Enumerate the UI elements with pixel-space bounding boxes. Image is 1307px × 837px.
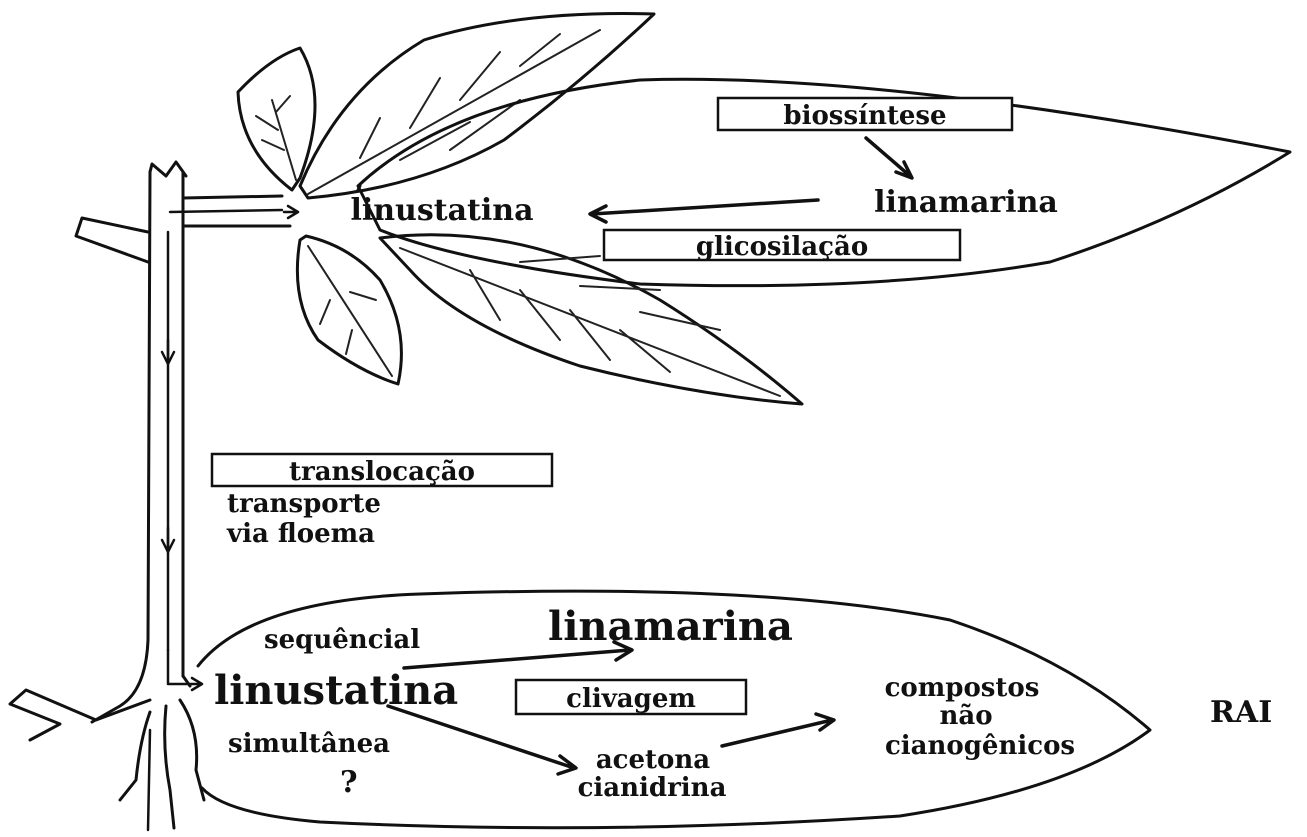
- leaf-linustatin-label: linustatina: [350, 193, 533, 228]
- biosynthesis-arrow: [866, 138, 912, 178]
- lateral-roots: [10, 690, 204, 830]
- translocation-label: translocação: [289, 457, 475, 487]
- linustatin-to-acetone-arrow: [388, 706, 576, 774]
- compounds-line-1: compostos: [885, 673, 1040, 703]
- acetone-line-2: cianidrina: [578, 773, 727, 803]
- glycosylation-label: glicosilação: [696, 232, 868, 262]
- cleavage-label: clivagem: [566, 684, 696, 714]
- organ-label: RAI: [1210, 695, 1272, 730]
- root-linustatin-label: linustatina: [214, 667, 458, 714]
- question-mark: ?: [340, 765, 358, 800]
- biosynthesis-label: biossíntese: [783, 101, 946, 131]
- acetone-to-compounds-arrow: [722, 714, 834, 746]
- transport-line-2: via floema: [226, 519, 375, 549]
- compounds-line-2: não: [939, 701, 992, 731]
- root-linamarin-label: linamarina: [548, 603, 793, 650]
- sequential-label: sequêncial: [264, 625, 420, 655]
- linamarin-to-linustatin-arrow: [590, 200, 818, 222]
- leaf-linamarin-label: linamarina: [874, 185, 1058, 220]
- simultaneous-label: simultânea: [228, 729, 390, 759]
- acetone-line-1: acetona: [596, 745, 710, 775]
- transport-line-1: transporte: [227, 489, 381, 519]
- compounds-line-3: cianogênicos: [885, 731, 1075, 761]
